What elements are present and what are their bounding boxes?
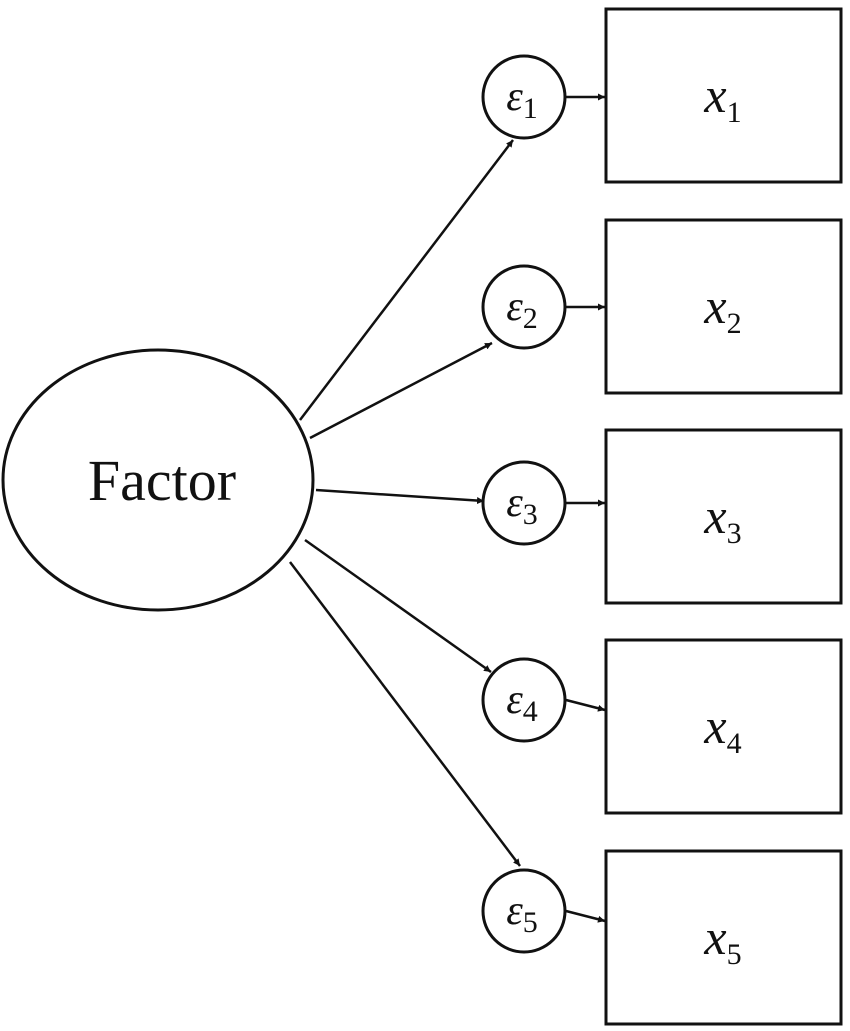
error-node-1: ε1 <box>481 54 567 140</box>
variable-label-3: x3 <box>703 488 741 550</box>
error-to-variable-arrows <box>565 93 606 923</box>
variable-label-1: x1 <box>703 67 741 129</box>
error-label-3: ε3 <box>506 480 538 531</box>
arrow-factor-to-error-3 <box>315 488 485 505</box>
factor-label: Factor <box>88 448 236 513</box>
error-node-5: ε5 <box>481 868 567 954</box>
arrow-factor-to-error-4 <box>304 538 492 674</box>
variable-node-5: x5 <box>604 849 843 1026</box>
error-node-4: ε4 <box>481 657 567 743</box>
error-label-5: ε5 <box>506 888 538 939</box>
variable-node-1: x1 <box>604 7 843 184</box>
error-label-1: ε1 <box>506 74 538 125</box>
factor-ellipse <box>1 348 315 612</box>
variable-label-2: x2 <box>703 278 741 340</box>
error-node-3: ε3 <box>481 460 567 546</box>
arrow-error-5-to-x5 <box>565 909 606 923</box>
variable-node-4: x4 <box>604 638 843 815</box>
variable-node-3: x3 <box>604 428 843 605</box>
variable-label-4: x4 <box>703 698 741 760</box>
error-label-2: ε2 <box>506 284 538 335</box>
arrow-factor-to-error-1 <box>299 139 514 421</box>
error-label-4: ε4 <box>506 677 538 728</box>
variable-label-5: x5 <box>703 909 741 971</box>
variable-nodes: x1 x2 x3 x4 x5 <box>604 7 843 1026</box>
factor-node: Factor <box>1 348 315 612</box>
arrow-factor-to-error-5 <box>289 561 521 867</box>
factor-to-error-arrows <box>289 139 521 867</box>
error-nodes: ε1 ε2 ε3 ε4 ε5 <box>481 54 567 954</box>
error-node-2: ε2 <box>481 264 567 350</box>
arrow-factor-to-error-2 <box>309 341 493 440</box>
variable-node-2: x2 <box>604 218 843 395</box>
arrow-error-4-to-x4 <box>565 698 606 712</box>
